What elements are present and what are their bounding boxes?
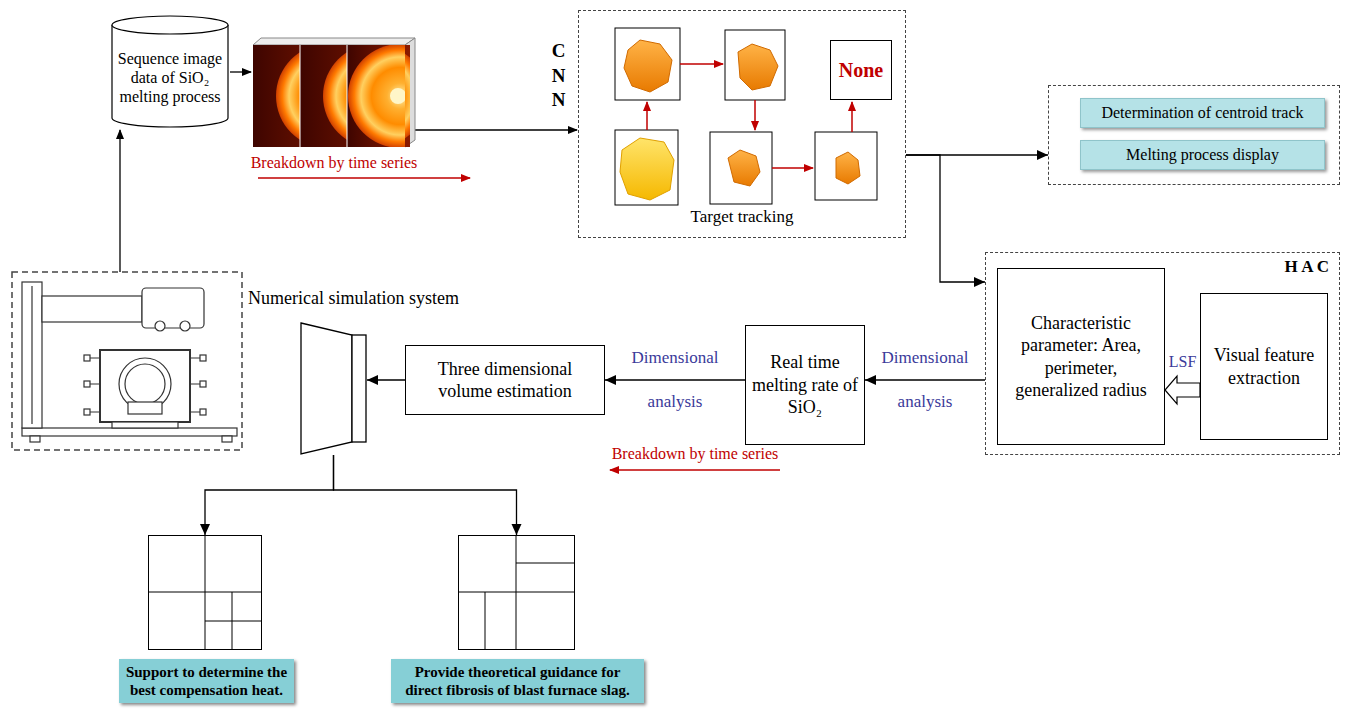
connector-line xyxy=(605,379,745,380)
output-group: Determination of centroid trackMelting p… xyxy=(1048,85,1340,185)
hac-group: H A C Characteristic parameter: Area, per… xyxy=(985,252,1340,455)
node-text: Melting process display xyxy=(1126,145,1279,164)
annotation-label: Breakdown by time series xyxy=(251,154,418,172)
node-text: Characteristic parameter: Area, perimete… xyxy=(1003,312,1159,402)
thermal-image-stack xyxy=(253,38,452,148)
arrowhead xyxy=(512,524,522,535)
caption-box: Provide theoretical guidance for direct … xyxy=(391,659,644,703)
connector-arrow xyxy=(367,375,405,385)
connector-arrow xyxy=(334,455,522,535)
grid-figure: Provide theoretical guidance for direct … xyxy=(458,535,575,650)
connector-arrow xyxy=(605,375,745,385)
connector-line xyxy=(865,379,985,380)
caption-box: Support to determine the best compensati… xyxy=(119,659,294,703)
flow-arrow xyxy=(230,71,251,72)
process-box: Characteristic parameter: Area, perimete… xyxy=(997,268,1165,445)
simulation-shape: Numerical simulation system xyxy=(300,322,367,455)
time-arrow xyxy=(258,177,470,178)
node-text: None xyxy=(839,59,883,82)
connector-line xyxy=(205,455,334,535)
arrowhead xyxy=(605,375,616,385)
arrowhead xyxy=(974,277,985,287)
edge-label: LSF xyxy=(1169,353,1197,371)
time-arrow xyxy=(610,469,780,470)
process-box: Visual feature extraction xyxy=(1200,293,1328,440)
flow-arrow xyxy=(415,129,577,130)
group-label: H A C xyxy=(1285,257,1329,277)
node-text: Sequence image data of SiO₂ melting proc… xyxy=(116,49,224,107)
node-text: Three dimensional volume estimation xyxy=(411,358,599,403)
arrowhead xyxy=(865,375,876,385)
group-label: Target tracking xyxy=(579,207,905,227)
output-box: Melting process display xyxy=(1080,140,1325,170)
annotation-label: Breakdown by time series xyxy=(612,445,779,463)
arrowhead xyxy=(1037,150,1048,160)
block-arrow-shape xyxy=(1165,376,1200,404)
arrowhead xyxy=(367,375,378,385)
result-box: None xyxy=(830,40,892,100)
edge-label: Dimensional analysis xyxy=(882,336,969,424)
tracking-arrows xyxy=(647,64,852,168)
edge-label: Dimensional analysis xyxy=(632,336,719,424)
connector-arrow xyxy=(906,155,985,287)
node-text: Determination of centroid track xyxy=(1101,103,1303,122)
grid-figure: Support to determine the best compensati… xyxy=(148,535,262,650)
vertical-label: CNN xyxy=(549,39,568,113)
output-box: Determination of centroid track xyxy=(1080,98,1325,128)
flow-arrow xyxy=(119,130,120,272)
node-text: Real time melting rate of SiO₂ xyxy=(751,351,859,419)
node-text: Visual feature extraction xyxy=(1206,344,1322,389)
process-box: Three dimensional volume estimation xyxy=(405,345,605,415)
apparatus-drawing xyxy=(12,272,242,450)
node-label: Numerical simulation system xyxy=(248,288,459,309)
grid-lines xyxy=(148,535,575,650)
tracking-group: CNNTarget trackingNone xyxy=(578,10,906,238)
connector-arrow xyxy=(200,455,334,535)
connector-arrow xyxy=(865,375,985,385)
connector-line xyxy=(906,155,985,282)
process-box: Real time melting rate of SiO₂ xyxy=(745,325,865,445)
arrowhead xyxy=(200,524,210,535)
database-cylinder: Sequence image data of SiO₂ melting proc… xyxy=(110,15,230,128)
monitor-outline xyxy=(300,322,367,455)
block-arrow xyxy=(1165,376,1200,404)
connector-line xyxy=(334,455,517,535)
